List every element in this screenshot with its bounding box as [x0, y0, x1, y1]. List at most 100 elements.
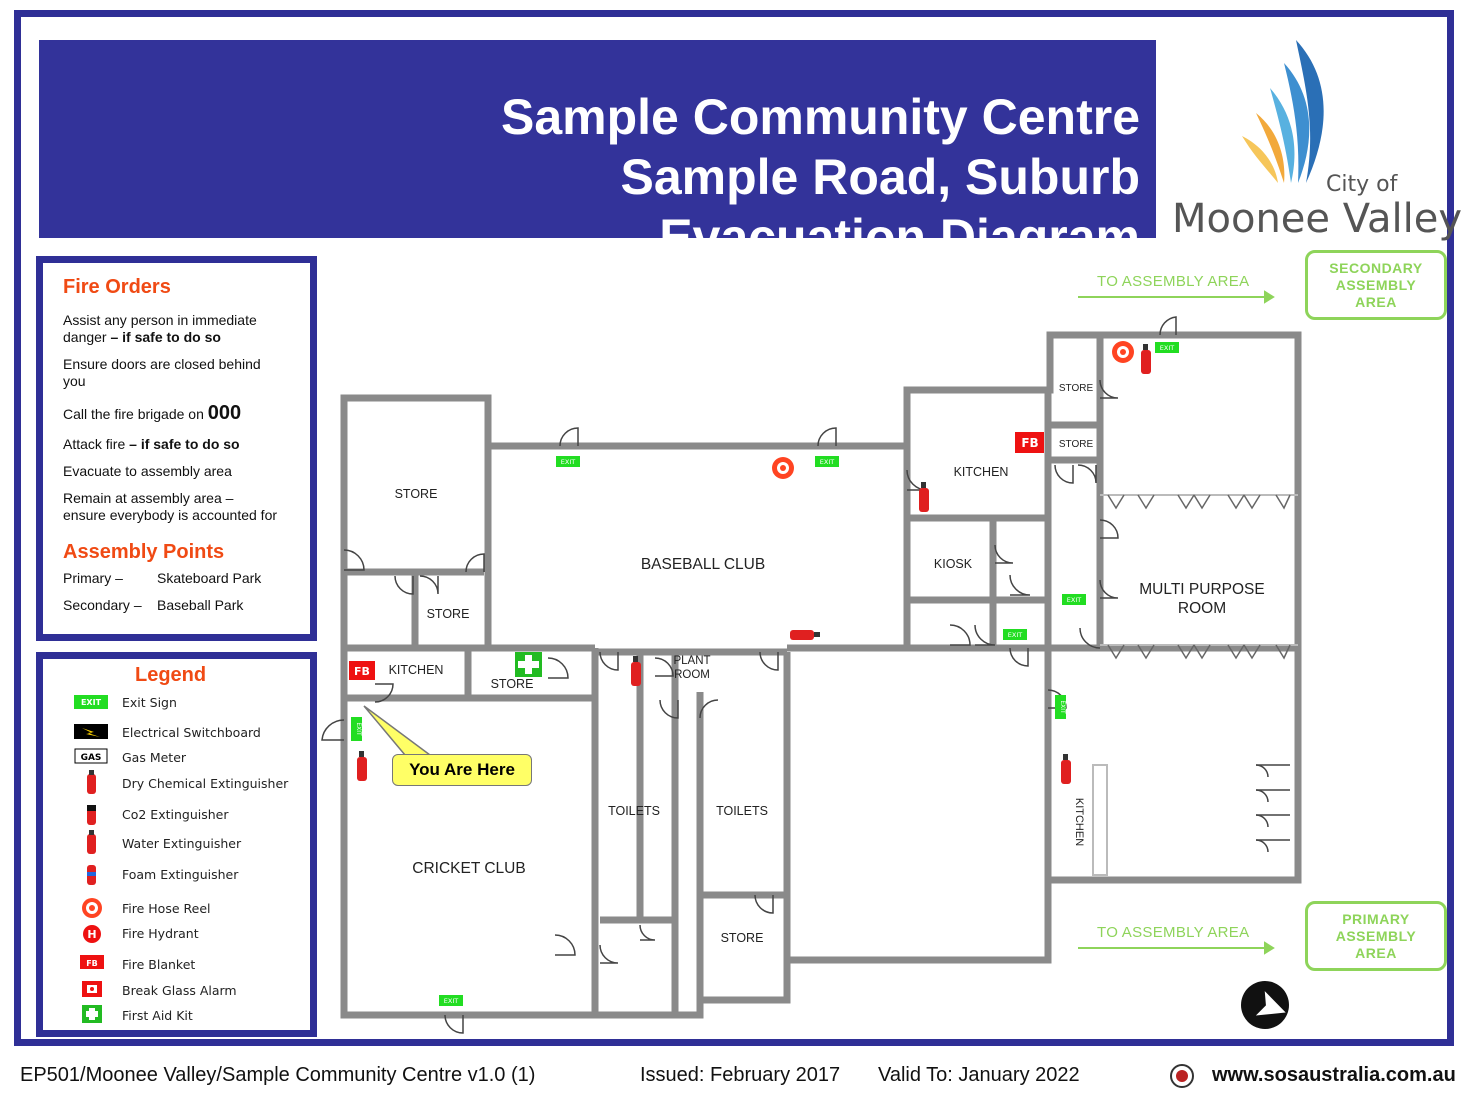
exit-sign-icon: EXIT: [556, 456, 580, 467]
svg-text:EXIT: EXIT: [1059, 700, 1066, 714]
title-line-1: Sample Community Centre: [500, 89, 1140, 145]
svg-text:EXIT: EXIT: [1160, 344, 1174, 352]
title-line-2: Sample Road, Suburb: [620, 149, 1140, 205]
secondary-assembly-line3: AREA: [1355, 293, 1397, 310]
exit-sign-icon: EXIT: [1155, 342, 1179, 353]
room-toilets-b: TOILETS: [716, 804, 768, 818]
exit-sign-icon: EXIT: [351, 717, 362, 741]
fire-order-2: Ensure doors are closed behind you: [63, 356, 261, 390]
to-assembly-bottom: TO ASSEMBLY AREA: [1097, 924, 1250, 941]
fire-order-4: Attack fire – if safe to do so: [63, 436, 240, 453]
footer-website[interactable]: www.sosaustralia.com.au: [1212, 1064, 1456, 1086]
legend-icons: EXIT GAS H FB: [74, 695, 108, 1023]
first-aid-kit-icon: [515, 652, 542, 677]
room-store-a: STORE: [395, 487, 438, 501]
fire-order-5-text: Evacuate to assembly area: [63, 463, 232, 479]
fire-order-3: Call the fire brigade on 000: [63, 402, 242, 424]
hose-reel-markers: [772, 341, 1134, 479]
room-store-b: STORE: [427, 607, 470, 621]
legend-label-break-glass: Break Glass Alarm: [122, 983, 237, 998]
fire-hose-reel-icon: [772, 457, 794, 479]
legend-label-first-aid: First Aid Kit: [122, 1008, 193, 1023]
fire-blanket-icon: FB: [80, 955, 104, 969]
svg-text:EXIT: EXIT: [820, 458, 834, 466]
fire-order-1: Assist any person in immediate danger – …: [63, 312, 257, 346]
svg-text:EXIT: EXIT: [81, 698, 102, 707]
room-kitchen-a: KITCHEN: [389, 663, 444, 677]
assembly-secondary-label: Secondary –: [63, 597, 142, 613]
extinguisher-icon: [919, 482, 929, 512]
fire-order-6: Remain at assembly area – ensure everybo…: [63, 490, 277, 524]
co2-extinguisher-icon: [87, 805, 96, 825]
assembly-points-heading: Assembly Points: [63, 541, 225, 563]
svg-text:FB: FB: [86, 959, 98, 968]
you-are-here-callout: You Are Here: [392, 754, 532, 786]
exit-signs: EXIT EXIT EXIT EXIT EXIT EXIT EXIT EXIT: [351, 342, 1179, 1006]
room-store-e: STORE: [1059, 383, 1094, 394]
assembly-primary-label: Primary –: [63, 570, 123, 586]
svg-text:EXIT: EXIT: [1067, 596, 1081, 604]
break-glass-alarm-icon: [82, 981, 102, 997]
room-store-c: STORE: [491, 677, 534, 691]
dry-chemical-extinguisher-icon: [87, 770, 96, 794]
room-multi-purpose-2: ROOM: [1178, 600, 1226, 617]
svg-text:EXIT: EXIT: [444, 997, 458, 1005]
logo-city-of: City of: [1326, 172, 1398, 197]
exit-sign-icon: EXIT: [815, 456, 839, 467]
legend-label-hose-reel: Fire Hose Reel: [122, 901, 211, 916]
fire-hose-reel-icon: [82, 898, 102, 918]
title-line-3: Evacuation Diagram: [659, 209, 1140, 265]
room-plant-1: PLANT: [673, 655, 710, 667]
fire-blanket-markers: FB FB: [349, 432, 1044, 680]
foam-extinguisher-icon: [87, 865, 96, 885]
room-plant-2: ROOM: [674, 669, 710, 681]
svg-text:GAS: GAS: [81, 753, 102, 763]
fire-order-3-bold: 000: [207, 402, 242, 424]
fire-order-4-text: Attack fire: [63, 436, 126, 452]
legend-label-co2: Co2 Extinguisher: [122, 807, 229, 822]
extinguisher-icon: [631, 656, 641, 686]
extinguisher-icon: [790, 630, 820, 640]
room-multi-purpose-1: MULTI PURPOSE: [1139, 581, 1264, 598]
secondary-assembly-line1: SECONDARY: [1329, 259, 1423, 276]
room-labels: STORE STORE KITCHEN STORE PLANT ROOM BAS…: [389, 383, 1265, 945]
fire-hydrant-icon: H: [83, 925, 101, 943]
footer-doc-ref: EP501/Moonee Valley/Sample Community Cen…: [20, 1064, 536, 1086]
svg-text:EXIT: EXIT: [561, 458, 575, 466]
room-kitchen-b: KITCHEN: [954, 465, 1009, 479]
primary-assembly-line1: PRIMARY: [1342, 910, 1410, 927]
fire-order-6-text2: ensure everybody is accounted for: [63, 507, 278, 523]
legend-label-gas-meter: Gas Meter: [122, 750, 187, 765]
secondary-assembly-box: SECONDARY ASSEMBLY AREA: [1305, 250, 1447, 320]
secondary-assembly-line2: ASSEMBLY: [1335, 276, 1417, 293]
footer-valid: Valid To: January 2022: [878, 1064, 1080, 1086]
to-assembly-top: TO ASSEMBLY AREA: [1097, 273, 1250, 290]
gas-meter-icon: GAS: [74, 748, 108, 764]
room-baseball-club: BASEBALL CLUB: [641, 556, 765, 573]
assembly-arrows: [1078, 290, 1275, 955]
moonee-valley-logo-icon: [1242, 40, 1324, 183]
svg-text:H: H: [87, 928, 96, 941]
you-are-here-pointer: [363, 705, 433, 756]
room-store-f: STORE: [1059, 439, 1094, 450]
fire-orders-heading: Fire Orders: [63, 276, 171, 298]
floor-plan-walls: [340, 331, 1302, 1019]
primary-assembly-line3: AREA: [1355, 944, 1397, 961]
fire-order-2-text: Ensure doors are closed behind: [63, 356, 261, 372]
first-aid-kit-icon: [82, 1005, 102, 1023]
room-kiosk: KIOSK: [934, 557, 973, 571]
exit-sign-icon: EXIT: [1062, 594, 1086, 605]
fire-order-5: Evacuate to assembly area: [63, 463, 232, 480]
footer-issued: Issued: February 2017: [640, 1064, 841, 1086]
electrical-switchboard-icon: [74, 724, 108, 739]
svg-text:EXIT: EXIT: [1008, 631, 1022, 639]
room-store-d: STORE: [721, 931, 764, 945]
title-banner: Sample Community Centre Sample Road, Sub…: [39, 40, 1156, 265]
svg-text:EXIT: EXIT: [355, 722, 362, 736]
legend-label-blanket: Fire Blanket: [122, 957, 196, 972]
floor-plan-partitions: [1092, 494, 1298, 876]
fire-order-2-text2: you: [63, 373, 86, 389]
fire-order-6-text: Remain at assembly area –: [63, 490, 234, 506]
fire-blanket-icon: FB: [1015, 432, 1044, 453]
